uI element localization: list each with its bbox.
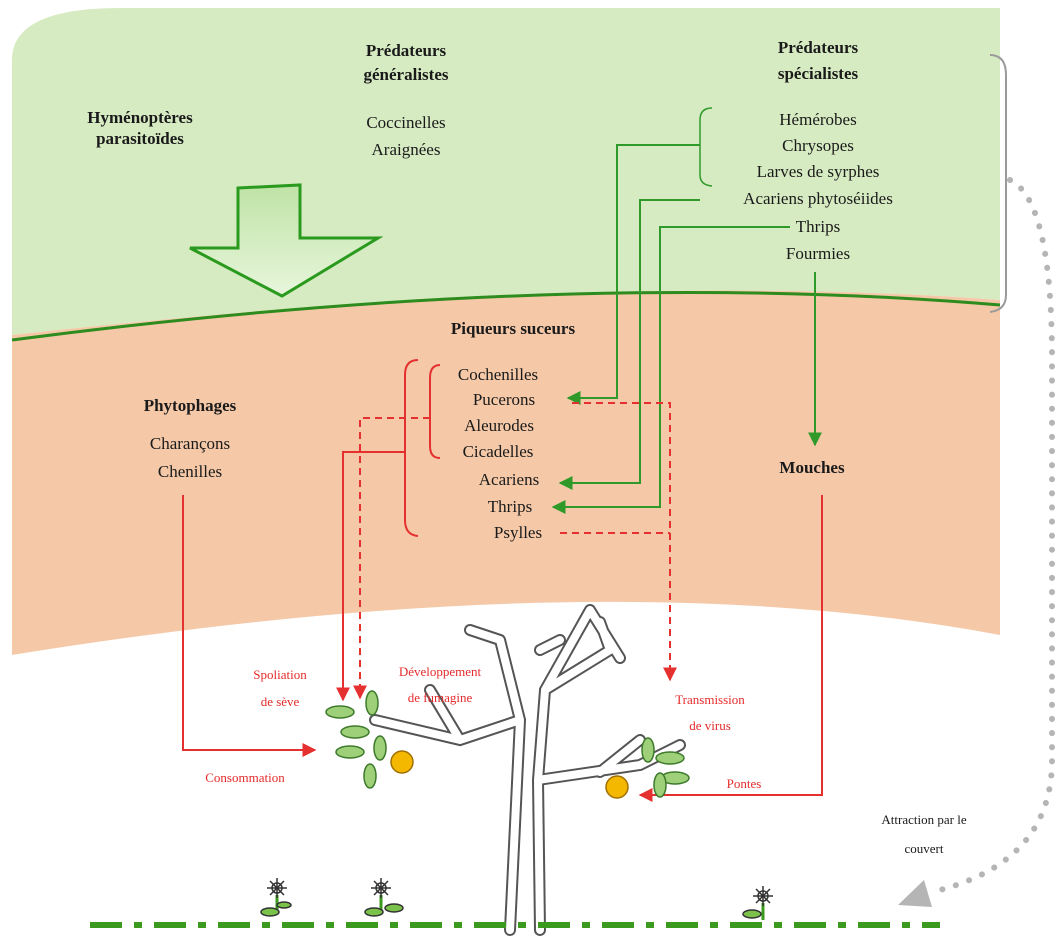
effect-fumagine-2: de fumagine [408, 690, 473, 705]
generalist-item: Araignées [372, 140, 441, 159]
specialists-title-2: spécialistes [778, 64, 859, 83]
attraction-arrowhead [898, 880, 932, 907]
specialist-item: Acariens phytoséiides [743, 189, 893, 208]
effect-spoliation-2: de sève [261, 694, 300, 709]
piqueur-item: Psylles [494, 523, 542, 542]
phytophages-title: Phytophages [144, 396, 237, 415]
specialist-item: Hémérobes [779, 110, 856, 129]
effect-pontes: Pontes [727, 776, 762, 791]
effect-spoliation: Spoliation [253, 667, 307, 682]
mouches-label: Mouches [779, 458, 845, 477]
piqueur-item: Acariens [479, 470, 539, 489]
piqueur-item: Aleurodes [464, 416, 534, 435]
phytophage-item: Chenilles [158, 462, 222, 481]
piqueur-item: Thrips [488, 497, 532, 516]
specialist-item: Fourmies [786, 244, 850, 263]
generalists-title: Prédateurs [366, 41, 447, 60]
generalist-item: Coccinelles [366, 113, 445, 132]
fruit [606, 776, 628, 798]
effect-consommation: Consommation [205, 770, 285, 785]
specialist-item: Chrysopes [782, 136, 854, 155]
piqueur-item: Cochenilles [458, 365, 538, 384]
parasitoids-label: Hyménoptères [87, 108, 193, 127]
effect-fumagine: Développement [399, 664, 482, 679]
tree [375, 610, 680, 930]
piqueur-item: Cicadelles [463, 442, 534, 461]
generalists-title-2: généralistes [364, 65, 449, 84]
fruit [391, 751, 413, 773]
effect-virus-2: de virus [689, 718, 731, 733]
specialist-item: Larves de syrphes [757, 162, 880, 181]
piqueur-item: Pucerons [473, 390, 535, 409]
attraction-label: Attraction par le [881, 812, 966, 827]
specialist-item: Thrips [796, 217, 840, 236]
attraction-label-2: couvert [905, 841, 944, 856]
effect-virus: Transmission [675, 692, 745, 707]
piqueurs-title: Piqueurs suceurs [451, 319, 576, 338]
phytophage-item: Charançons [150, 434, 230, 453]
specialists-title: Prédateurs [778, 38, 859, 57]
parasitoids-label-2: parasitoïdes [96, 129, 184, 148]
